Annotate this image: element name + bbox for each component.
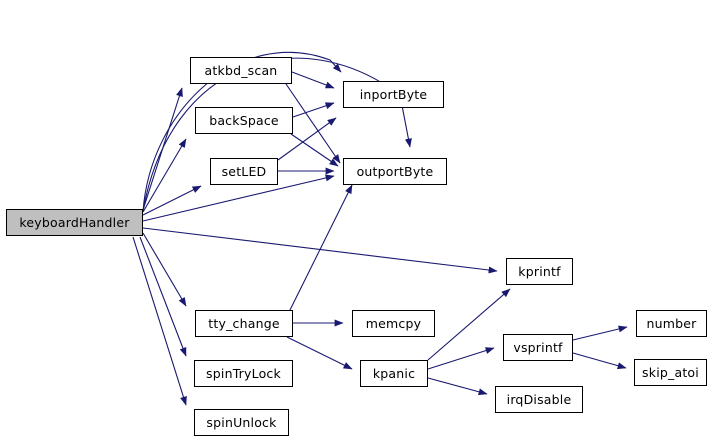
- node-keyboardHandler[interactable]: keyboardHandler: [6, 209, 143, 236]
- edge-keyboardHandler-to-tty_change: [142, 232, 187, 307]
- node-kprintf[interactable]: kprintf: [506, 258, 573, 285]
- edge-vsprintf-to-skip_atoi: [572, 352, 627, 370]
- node-tty_change[interactable]: tty_change: [195, 310, 293, 337]
- edge-tty_change-to-outportByte: [289, 184, 353, 311]
- edge-keyboardHandler-to-spinUnlock: [132, 236, 187, 406]
- node-memcpy[interactable]: memcpy: [352, 310, 435, 337]
- node-atkbd_scan[interactable]: atkbd_scan: [190, 57, 292, 84]
- edge-kpanic-to-kprintf: [427, 288, 511, 361]
- edge-kpanic-to-irqDisable: [427, 377, 488, 396]
- edge-keyboardHandler-to-setLED: [142, 185, 202, 216]
- edge-atkbd_scan-to-outportByte: [285, 83, 341, 164]
- node-kpanic[interactable]: kpanic: [360, 360, 428, 387]
- node-setLED[interactable]: setLED: [210, 158, 278, 185]
- node-number[interactable]: number: [636, 310, 707, 337]
- node-spinUnlock[interactable]: spinUnlock: [194, 409, 289, 436]
- edge-tty_change-to-kpanic: [286, 336, 353, 370]
- edge-keyboardHandler-to-kprintf: [142, 227, 498, 274]
- edge-kpanic-to-vsprintf: [427, 347, 495, 370]
- edge-keyboardHandler-to-spinTryLock: [139, 236, 187, 357]
- node-outportByte[interactable]: outportByte: [343, 158, 447, 185]
- node-irqDisable[interactable]: irqDisable: [495, 386, 583, 413]
- edge-keyboardHandler-to-backSpace: [142, 138, 187, 213]
- node-backSpace[interactable]: backSpace: [195, 107, 293, 134]
- edge-backSpace-to-outportByte: [290, 133, 339, 167]
- node-inportByte[interactable]: inportByte: [343, 81, 444, 108]
- edge-backSpace-to-inportByte: [292, 102, 335, 118]
- edge-atkbd_scan-to-inportByte: [291, 71, 335, 89]
- node-skip_atoi[interactable]: skip_atoi: [634, 359, 707, 386]
- edge-keyboardHandler-to-atkbd_scan: [142, 87, 183, 211]
- node-vsprintf[interactable]: vsprintf: [503, 334, 573, 361]
- node-spinTryLock[interactable]: spinTryLock: [194, 360, 293, 387]
- edge-vsprintf-to-number: [572, 325, 628, 341]
